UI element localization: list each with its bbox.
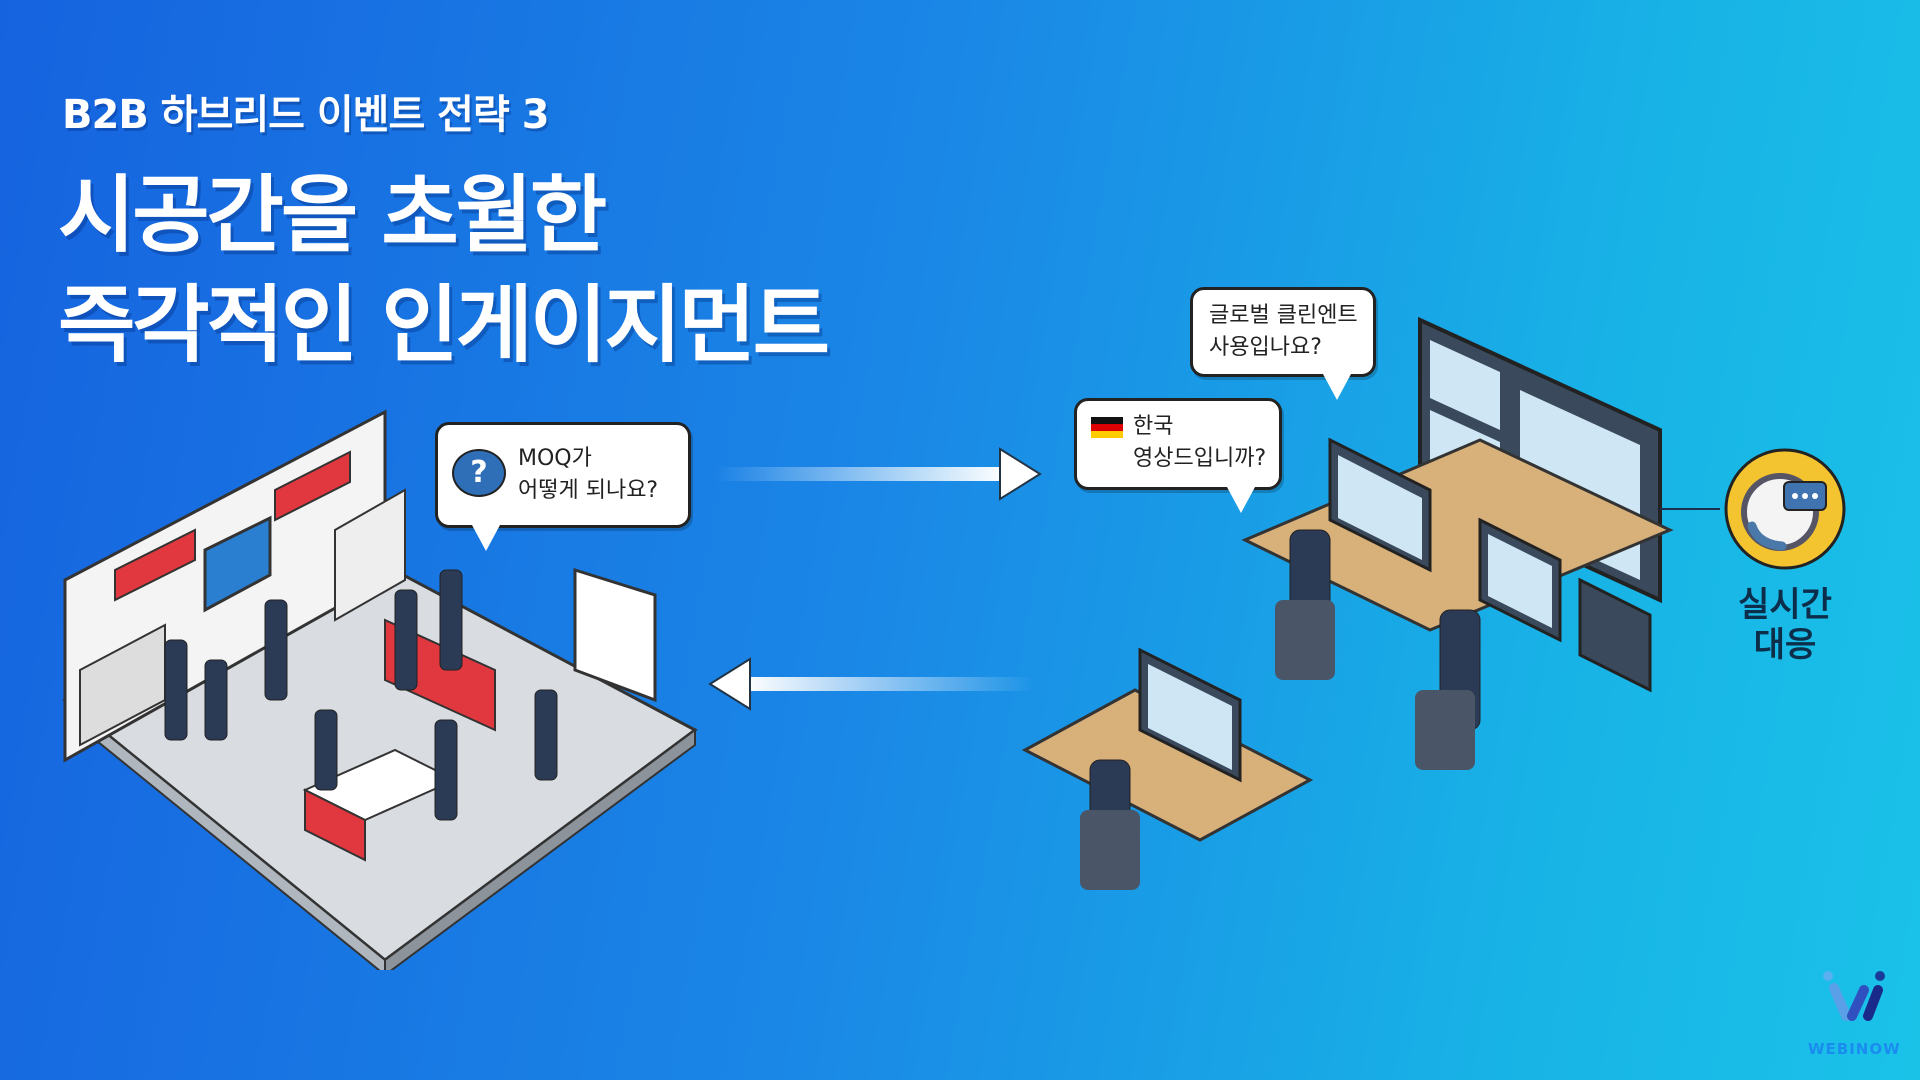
speech-bubble-moq: ? MOQ가 어떻게 되나요? <box>435 422 691 551</box>
title-line-2: 즉각적인 인게이지먼트 <box>58 276 830 374</box>
bubble-text-line2: 사용입나요? <box>1209 335 1322 360</box>
bubble-text-line2: 영상드입니까? <box>1133 446 1267 471</box>
headset-chat-icon <box>1724 448 1846 570</box>
germany-flag-icon <box>1091 417 1123 438</box>
bubble-text-line1: 한국 <box>1133 414 1174 439</box>
exhibition-booth-illustration <box>62 409 698 970</box>
logo-text: WEBINOW <box>1808 1040 1901 1058</box>
title-line-1: 시공간을 초월한 <box>58 166 607 264</box>
bubble-text-line1: 글로벌 클린엔트 <box>1209 303 1358 328</box>
speech-bubble-german: 한국 영상드입니까? <box>1074 398 1282 513</box>
question-icon: ? <box>452 449 506 497</box>
arrow-right-icon <box>715 447 1042 501</box>
bubble-text-line1: MOQ가 <box>518 446 592 471</box>
realtime-label-line1: 실시간 <box>1738 585 1832 625</box>
remote-office-illustration <box>1021 316 1720 890</box>
page-title: 시공간을 초월한 즉각적인 인게이지먼트 <box>58 160 830 380</box>
webinow-logo <box>1823 971 1885 1021</box>
arrow-left-icon <box>708 657 1035 711</box>
realtime-label-line2: 대응 <box>1753 625 1817 665</box>
realtime-label: 실시간 대응 <box>1715 585 1855 665</box>
speech-bubble-global-client: 글로벌 클린엔트 사용입나요? <box>1190 287 1376 400</box>
bubble-text-line2: 어떻게 되나요? <box>518 478 659 503</box>
kicker-title: B2B 하브리드 이벤트 전략 3 <box>62 92 550 138</box>
